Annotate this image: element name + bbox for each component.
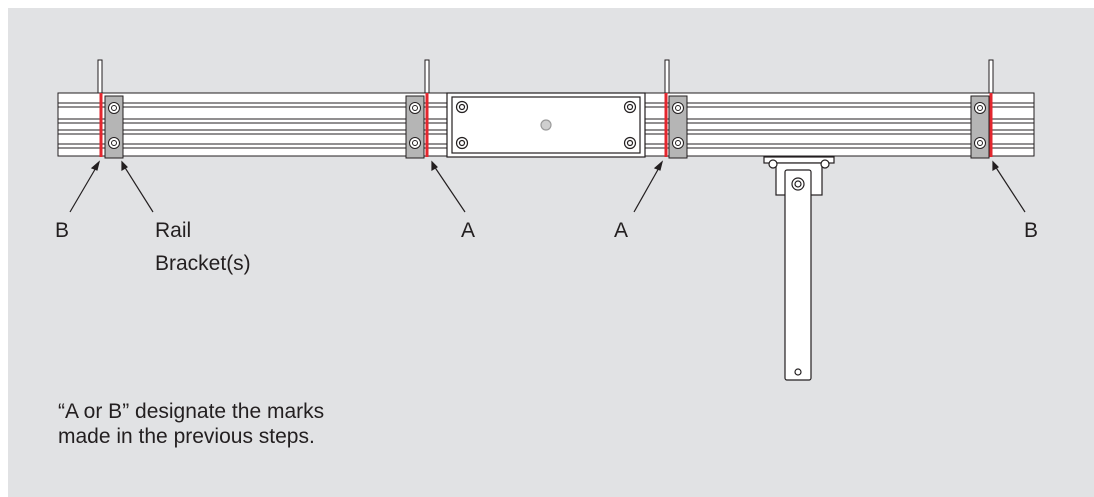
- arrowhead: [653, 160, 664, 171]
- center-hole: [540, 119, 552, 131]
- plate-bolt: [623, 136, 637, 150]
- posts: [97, 59, 994, 96]
- plate-bolt: [455, 100, 469, 114]
- arm-end-hole: [794, 368, 802, 376]
- arm-pivot-hole-inner: [794, 180, 802, 188]
- rail-bracket: [668, 95, 688, 159]
- plate-bolt: [455, 136, 469, 150]
- post-right-outer: [988, 59, 994, 96]
- leader-a-left: [433, 165, 466, 213]
- center-plate-inner: [451, 96, 641, 154]
- arrowhead: [431, 160, 438, 172]
- leader-lines: [69, 160, 1026, 213]
- label-b-right: B: [1024, 219, 1039, 242]
- leader-rail-bracket: [123, 165, 154, 213]
- label-b-left: B: [55, 219, 70, 242]
- arm-bar: [784, 169, 812, 381]
- arrowhead: [992, 160, 999, 172]
- rail-brackets: [104, 95, 990, 159]
- rail-bracket: [405, 95, 425, 159]
- arrowhead: [121, 160, 128, 172]
- label-rail-bracket-line2: Bracket(s): [155, 252, 251, 275]
- rail-bracket: [970, 95, 990, 159]
- leader-b-right: [994, 165, 1026, 213]
- arm-clamp-bolt: [768, 159, 778, 169]
- center-plate: [446, 92, 646, 158]
- diagram-panel: [8, 8, 1094, 497]
- post-left-inner: [424, 59, 430, 96]
- label-a-right: A: [614, 219, 629, 242]
- rail-bracket: [104, 95, 124, 159]
- plate-bolt: [623, 100, 637, 114]
- post-left-outer: [97, 59, 103, 96]
- label-a-left: A: [461, 219, 476, 242]
- note-line-1: “A or B” designate the marks: [58, 400, 325, 423]
- arm-clamp-bolt: [820, 159, 830, 169]
- label-rail-bracket-line1: Rail: [155, 219, 192, 242]
- support-arm: [763, 156, 835, 381]
- note-line-2: made in the previous steps.: [58, 425, 315, 448]
- alignment-marks: [99, 93, 993, 157]
- leader-b-left: [69, 165, 98, 213]
- leader-a-right: [633, 165, 661, 213]
- arrowhead: [90, 160, 101, 171]
- post-right-inner: [664, 59, 670, 96]
